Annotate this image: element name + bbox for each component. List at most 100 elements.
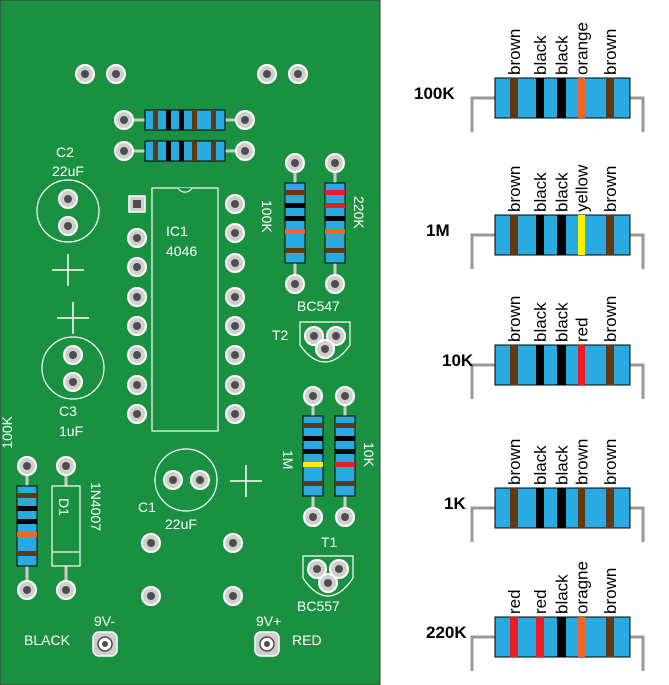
legend-color-band [557,345,566,385]
legend-color-band [557,215,566,255]
term-neg-wire: BLACK [24,632,71,648]
transistor-t1: T1 BC557 [297,534,354,614]
capacitor-c2: C2 22uF [36,144,100,286]
legend-value-label: 10K [442,351,474,370]
r-10k-label: 10K [361,442,377,468]
ic1-chip: IC1 4046 [127,187,245,432]
c2-ref: C2 [56,144,74,160]
legend-band-label: oragne [573,561,592,614]
legend-color-band [557,78,566,118]
legend-band-label: black [553,172,572,212]
legend-band-label: black [553,302,572,342]
r-100k-left-label: 100K [0,415,15,448]
legend-color-band [606,617,614,657]
r-100k-mid-label: 100K [259,200,275,233]
legend-band-label: brown [601,568,620,614]
diode-d1: D1 1N4007 [51,456,104,600]
resistor-1m: 1M [280,386,324,527]
legend-color-band [536,215,544,255]
legend-color-band [510,617,518,657]
c3-value: 1uF [59,423,83,439]
capacitor-c1: C1 22uF [138,448,262,532]
legend-color-band [578,345,585,385]
legend-band-label: black [531,302,550,342]
transistor-t2: BC547 T2 [272,298,351,363]
legend-band-label: orange [573,22,592,75]
ic1-value: 4046 [166,243,197,259]
legend-band-label: brown [601,166,620,212]
legend-color-band [606,488,614,528]
term-pos-label: 9V+ [256,613,281,629]
legend-band-label: red [573,317,592,342]
legend-band-label: black [553,574,572,614]
r-220k-label: 220K [351,196,367,229]
legend-color-band [536,78,544,118]
legend-band-label: brown [601,296,620,342]
c3-ref: C3 [59,403,77,419]
legend-value-label: 220K [426,623,467,642]
c2-value: 22uF [52,163,84,179]
c1-value: 22uF [165,516,197,532]
legend-color-band [606,215,614,255]
legend-band-label: brown [505,29,524,75]
d1-ref: D1 [56,498,72,516]
term-pos-wire: RED [292,632,322,648]
term-neg-label: 9V- [94,613,115,629]
legend-band-label: yellow [573,164,592,212]
legend-band-label: brown [601,439,620,485]
resistor-100k-mid: 100K [259,153,306,294]
resistor-220k: 220K [324,153,367,294]
legend-band-label: brown [601,29,620,75]
legend-color-band [606,78,614,118]
legend-value-label: 1M [426,221,450,240]
legend-color-band [510,345,518,385]
legend-color-band [536,617,544,657]
terminal-positive: 9V+ RED [254,613,322,657]
legend-band-label: black [553,35,572,75]
legend-color-band [557,488,566,528]
resistor-100k-left: 100K [0,415,38,600]
c1-ref: C1 [138,499,156,515]
legend-band-label: brown [573,439,592,485]
ic1-ref: IC1 [166,223,188,239]
top-resistor-upper [114,109,255,131]
legend-color-band [536,345,544,385]
legend-band-label: black [531,172,550,212]
t2-ref: T2 [272,327,289,343]
legend-band-label: brown [505,166,524,212]
resistor-10k: 10K [334,386,377,527]
legend-color-band [510,488,518,528]
legend-value-label: 1K [444,494,466,513]
legend-band-label: black [553,445,572,485]
t1-ref: T1 [321,534,338,550]
legend-color-band [578,78,585,118]
legend-color-band [578,617,585,657]
capacitor-c3: C3 1uF [41,302,105,439]
t2-value: BC547 [297,298,340,314]
legend-band-label: brown [505,439,524,485]
legend-color-band [578,488,585,528]
legend-band-label: black [531,35,550,75]
legend-color-band [510,78,518,118]
top-resistor-lower [114,140,255,162]
terminal-negative: 9V- BLACK [24,613,118,657]
t1-value: BC557 [297,598,340,614]
legend-color-band [510,215,518,255]
legend-value-label: 100K [414,84,455,103]
legend-color-band [536,488,544,528]
legend-band-label: red [531,589,550,614]
legend-color-band [578,215,585,255]
legend-band-label: red [505,589,524,614]
legend-color-band [557,617,566,657]
r-1m-label: 1M [280,450,296,469]
legend-color-band [606,345,614,385]
legend-band-label: brown [505,296,524,342]
legend-band-label: black [531,445,550,485]
d1-value: 1N4007 [88,482,104,531]
